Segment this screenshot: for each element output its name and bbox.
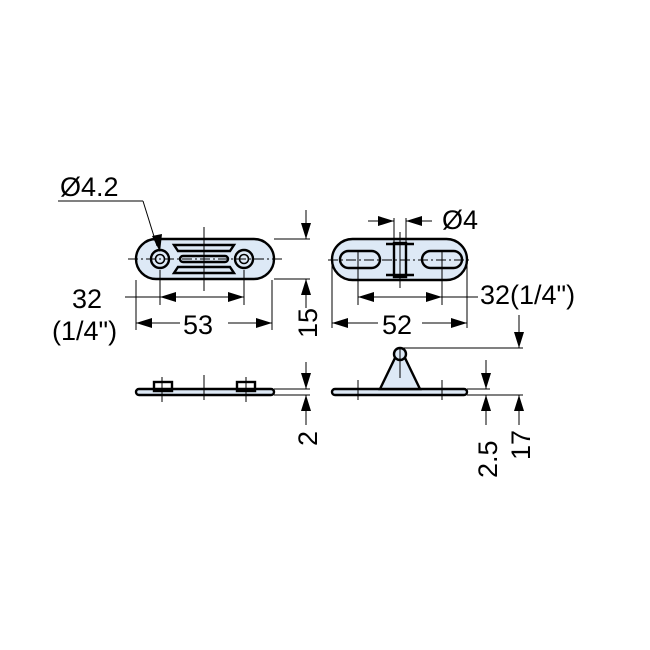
arrow <box>160 292 176 302</box>
arrow <box>358 292 374 302</box>
arrow <box>301 223 311 239</box>
dimension-pin-diameter: Ø4 <box>442 205 478 235</box>
arrow <box>136 318 152 328</box>
dimension-overall-height: 17 <box>506 430 536 460</box>
arrow <box>426 292 442 302</box>
dimension-width: 15 <box>293 308 323 338</box>
dimension-overall-length: 52 <box>382 310 412 340</box>
boss-left <box>152 380 174 393</box>
arrow <box>301 395 311 411</box>
catch-plate-side-view: 2 <box>134 362 323 446</box>
arrow <box>301 279 311 295</box>
slot-upper <box>171 243 237 253</box>
arrow <box>481 373 491 389</box>
arrow <box>256 318 272 328</box>
arrow <box>481 395 491 411</box>
slot-left <box>338 249 382 270</box>
arrow <box>406 216 422 226</box>
strike-side-view: 2.5 17 <box>330 315 536 478</box>
dimension-overall-length: 53 <box>183 310 213 340</box>
dimension-thickness: 2 <box>293 431 323 446</box>
dimension-hole-pitch: 32 <box>72 284 102 314</box>
arrow <box>332 318 348 328</box>
arrow <box>451 318 467 328</box>
arrow <box>514 332 524 348</box>
strike-top-view: Ø4 32(1/4") 52 <box>328 205 575 340</box>
dimension-plate-thickness: 2.5 <box>473 440 503 478</box>
leader-arrow <box>152 234 162 252</box>
mounting-hole-right <box>233 248 255 270</box>
dimension-hole-pitch: 32(1/4") <box>480 280 575 310</box>
arrow <box>514 395 524 411</box>
arrow <box>228 292 244 302</box>
catch-plate-top-view: Ø4.2 32 (1/4") 53 15 <box>52 172 323 346</box>
dimension-hole-diameter: Ø4.2 <box>60 172 119 202</box>
arrow <box>301 373 311 389</box>
dimension-hole-pitch-inch: (1/4") <box>52 316 117 346</box>
slot-lower <box>171 265 237 275</box>
arrow <box>378 216 394 226</box>
